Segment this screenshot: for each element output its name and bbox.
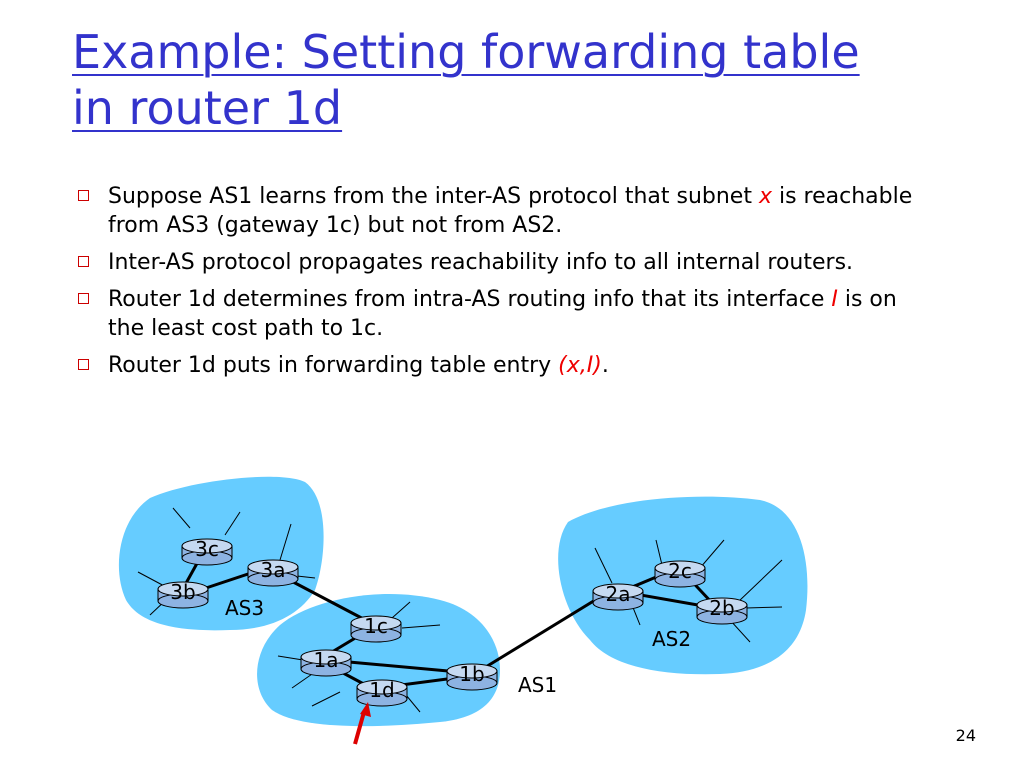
router-label: 2c	[668, 559, 692, 583]
as3-label: AS3	[225, 596, 264, 620]
square-bullet-icon	[78, 256, 89, 267]
router-2c: 2c	[654, 559, 706, 588]
router-label: 1a	[314, 648, 339, 672]
interface-arrow-icon	[353, 702, 371, 745]
title-line-2: in router 1d	[72, 81, 343, 135]
title-line-1: Example: Setting forwarding table	[72, 25, 860, 79]
slide-title: Example: Setting forwarding table in rou…	[72, 24, 972, 136]
page-number: 24	[955, 726, 976, 745]
router-label: 1c	[364, 614, 388, 638]
router-label: 1b	[459, 662, 484, 686]
router-label: 3a	[261, 558, 286, 582]
router-2b: 2b	[696, 596, 748, 625]
router-1b: 1b	[446, 662, 498, 691]
bullet-item: Router 1d determines from intra-AS routi…	[72, 285, 932, 343]
as2-label: AS2	[652, 627, 691, 651]
router-3c: 3c	[181, 537, 233, 566]
router-1d: 1d	[356, 678, 408, 707]
bullet-item: Router 1d puts in forwarding table entry…	[72, 351, 932, 380]
bullet-item: Suppose AS1 learns from the inter-AS pro…	[72, 182, 932, 240]
bullet-item: Inter-AS protocol propagates reachabilit…	[72, 248, 932, 277]
bullet-list: Suppose AS1 learns from the inter-AS pro…	[72, 182, 932, 388]
router-3a: 3a	[247, 558, 299, 587]
square-bullet-icon	[78, 359, 89, 370]
router-label: 3b	[170, 580, 195, 604]
router-3b: 3b	[157, 580, 209, 609]
square-bullet-icon	[78, 190, 89, 201]
router-label: 2b	[709, 596, 734, 620]
as1-cloud	[257, 594, 500, 727]
router-label: 3c	[195, 537, 219, 561]
stub-links	[137, 507, 783, 713]
as1-label: AS1	[518, 673, 557, 697]
router-2a: 2a	[592, 582, 644, 611]
router-1c: 1c	[350, 614, 402, 643]
router-label: 2a	[606, 582, 631, 606]
router-1a: 1a	[300, 648, 352, 677]
router-label: 1d	[369, 678, 394, 702]
square-bullet-icon	[78, 293, 89, 304]
